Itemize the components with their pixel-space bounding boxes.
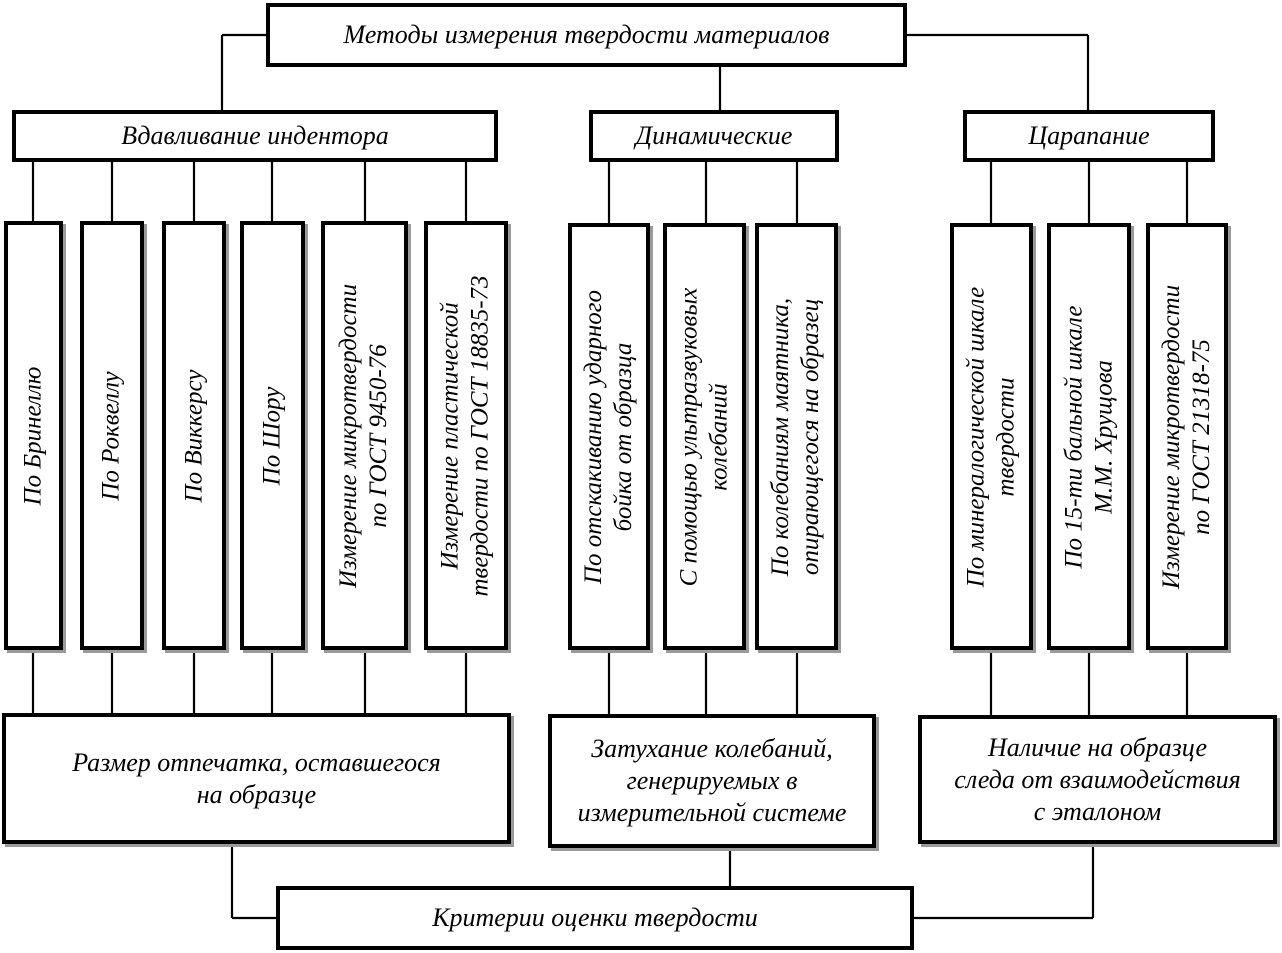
method-rockwell: По Роквеллу [80, 221, 144, 650]
group-scratching-header: Царапание [963, 110, 1215, 162]
method-line: твердости [992, 377, 1020, 496]
method-line: опирающегося на образец [797, 298, 825, 575]
criterion-scratching: Наличие на образце следа от взаимодейств… [918, 715, 1277, 844]
method-line: твердости по ГОСТ 18835-73 [467, 274, 495, 597]
criterion-line: Размер отпечатка, оставшегося [72, 747, 441, 777]
criterion-line: измерительной системе [577, 798, 847, 827]
method-vickers: По Виккерсу [162, 221, 226, 650]
method-line: По 15-ти бальной шкале [1060, 304, 1088, 569]
method-line: колебаний [705, 382, 733, 491]
method-line: По Шору [258, 386, 286, 485]
method-ultrasonic: С помощью ультразвуковых колебаний [663, 223, 746, 650]
evaluation-criteria-box: Критерии оценки твердости [276, 886, 914, 950]
method-line: По минералогической шкале [962, 286, 990, 587]
method-mineralogical-scale: По минералогической шкале твердости [950, 223, 1033, 650]
method-line: Измерение микротвердости [335, 283, 363, 588]
method-plastic-hardness-gost-18835: Измерение пластической твердости по ГОСТ… [424, 221, 508, 650]
method-pendulum: По колебаниям маятника, опирающегося на … [755, 223, 838, 650]
method-line: С помощью ультразвуковых [675, 287, 703, 586]
method-line: По отскакиванию ударного [580, 289, 608, 584]
criterion-indentation: Размер отпечатка, оставшегося на образце [2, 713, 511, 844]
criterion-dynamic: Затухание колебаний, генерируемых в изме… [548, 714, 876, 848]
method-rebound: По отскакиванию ударного бойка от образц… [568, 223, 650, 650]
method-line: По Виккерсу [180, 369, 207, 502]
criterion-line: на образце [196, 779, 317, 809]
method-line: По колебаниям маятника, [767, 297, 795, 576]
group-dynamic-header: Динамические [589, 110, 839, 162]
criterion-line: следа от взаимодействия [954, 764, 1241, 794]
method-line: По Роквеллу [98, 370, 126, 501]
criterion-line: с эталоном [1033, 796, 1162, 826]
method-line: по ГОСТ 21318-75 [1188, 338, 1216, 535]
method-khrushchov-scale: По 15-ти бальной шкале М.М. Хрущова [1047, 223, 1131, 650]
criterion-line: генерируемых в [626, 766, 798, 795]
method-brinell: По Бринеллю [4, 221, 63, 650]
method-shore: По Шору [240, 221, 305, 650]
method-microhardness-gost-21318: Измерение микротвердости по ГОСТ 21318-7… [1146, 223, 1228, 650]
method-line: По Бринеллю [19, 366, 47, 505]
method-microhardness-gost-9450: Измерение микротвердости по ГОСТ 9450-76 [321, 221, 408, 650]
method-line: Измерение микротвердости [1158, 284, 1186, 589]
method-line: М.М. Хрущова [1090, 359, 1118, 514]
diagram-title: Методы измерения твердости материалов [266, 3, 907, 67]
method-line: бойка от образца [610, 342, 638, 531]
criterion-line: Затухание колебаний, [591, 734, 833, 763]
group-indentation-header: Вдавливание индентора [12, 110, 498, 162]
criterion-line: Наличие на образце [987, 732, 1207, 762]
method-line: по ГОСТ 9450-76 [365, 343, 393, 528]
method-line: Измерение пластической [437, 301, 465, 570]
